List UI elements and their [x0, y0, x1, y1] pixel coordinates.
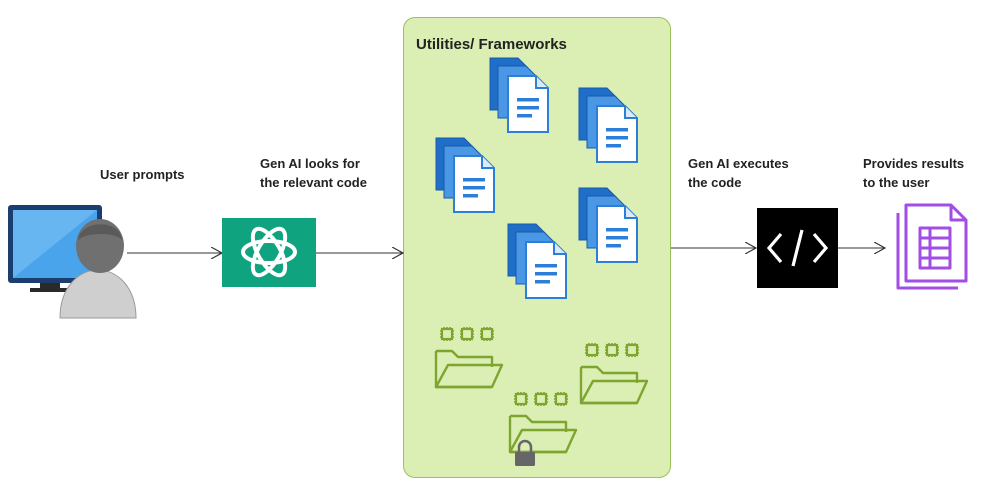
user-prompts-label: User prompts	[100, 165, 185, 184]
gen-ai-executes-line1: Gen AI executes	[688, 156, 789, 171]
gen-ai-looks-label: Gen AI looks for the relevant code	[260, 154, 367, 192]
chip-folder-icon	[436, 327, 502, 387]
document-stack-icon	[435, 137, 495, 213]
panel-title: Utilities/ Frameworks	[416, 36, 567, 53]
document-stack-icon	[578, 187, 638, 263]
document-stack-icon	[578, 87, 638, 163]
gen-ai-looks-line2: the relevant code	[260, 175, 367, 190]
gen-ai-executes-line2: the code	[688, 175, 742, 190]
provides-results-line2: to the user	[863, 175, 930, 190]
gen-ai-executes-label: Gen AI executes the code	[688, 154, 789, 192]
lock-icon	[515, 439, 535, 466]
provides-results-line1: Provides results	[863, 156, 965, 171]
user-at-computer-icon	[8, 205, 137, 319]
document-stack-icon	[507, 223, 567, 299]
user-prompts-text: User prompts	[100, 167, 185, 182]
provides-results-label: Provides results to the user	[863, 154, 964, 192]
results-document-icon	[896, 203, 968, 290]
gen-ai-looks-line1: Gen AI looks for	[260, 156, 360, 171]
document-stack-icon	[489, 57, 549, 133]
chip-folder-icon	[581, 343, 647, 403]
code-brackets-icon	[757, 208, 838, 288]
chatgpt-logo-icon	[222, 218, 316, 287]
